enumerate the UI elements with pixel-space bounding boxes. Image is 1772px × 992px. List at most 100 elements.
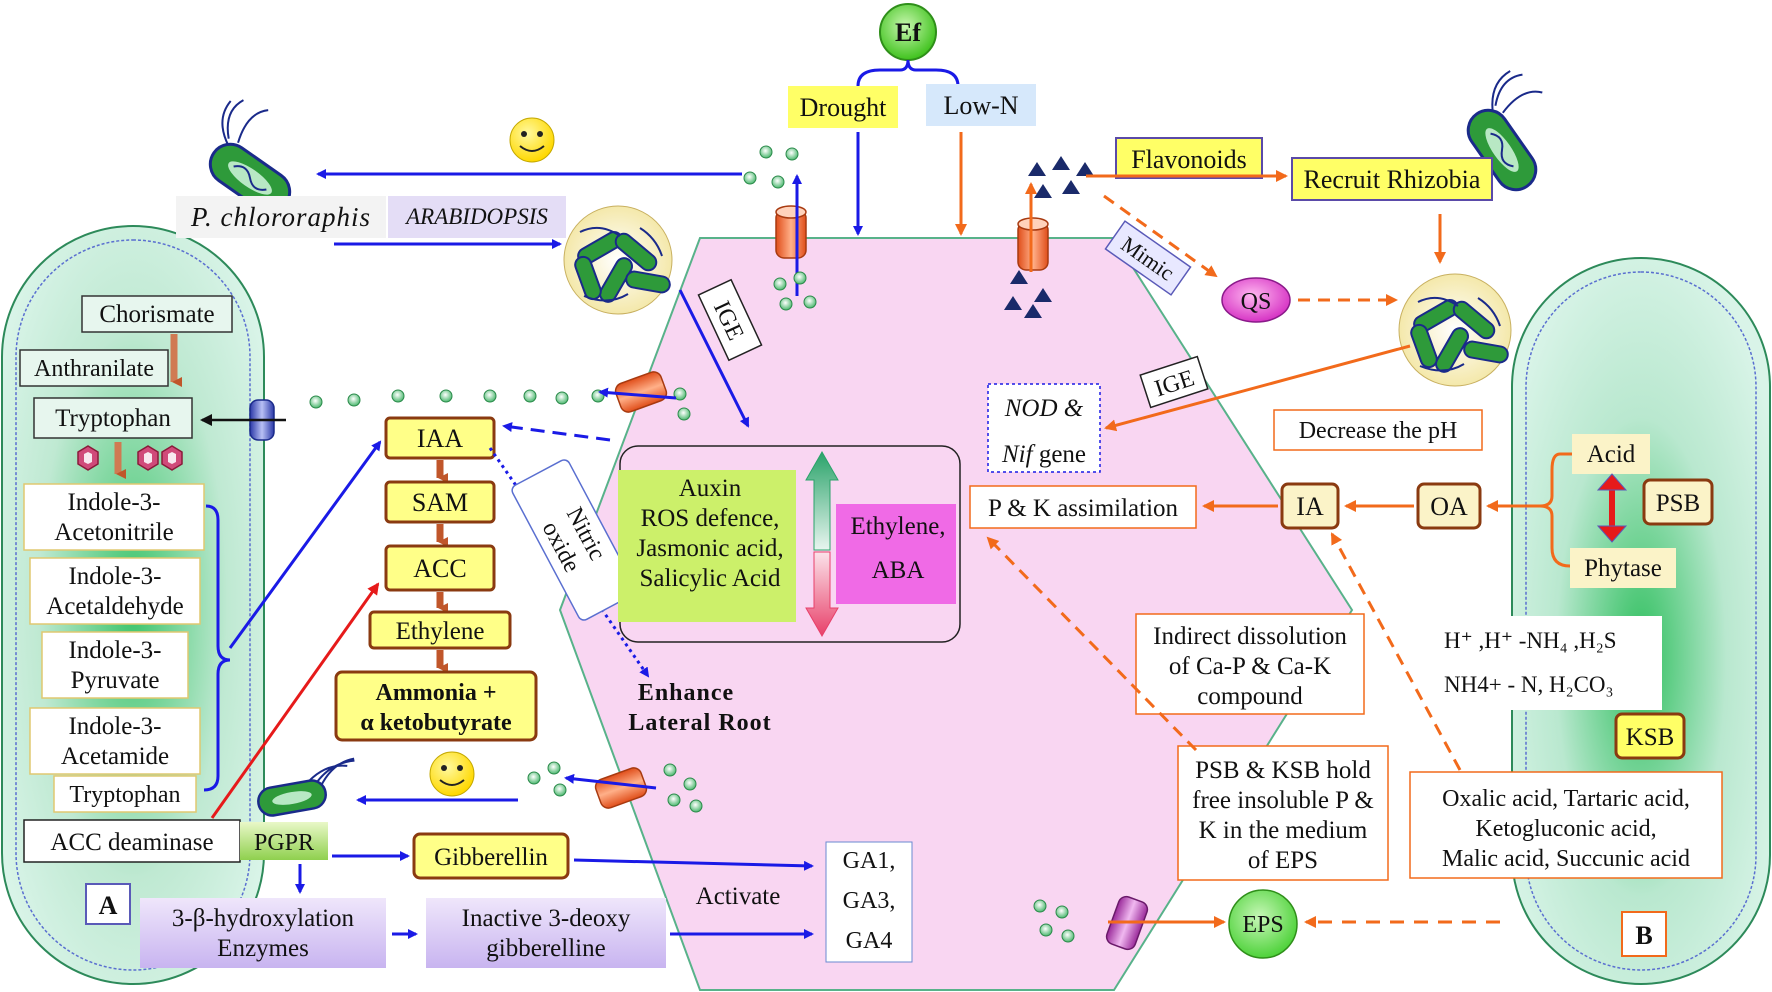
tryptophan-top-label: Tryptophan xyxy=(55,405,171,432)
indole4-line2: Acetamide xyxy=(61,743,169,770)
acid-box xyxy=(1572,434,1650,474)
inactive-box xyxy=(426,898,666,968)
enhance-line1: Enhance xyxy=(638,680,734,706)
auxin-line4: Salicylic Acid xyxy=(640,565,781,592)
acid-label: Acid xyxy=(1587,441,1636,468)
chorismate-box xyxy=(81,295,233,333)
cell-b-inner xyxy=(1525,271,1757,971)
ga-box xyxy=(825,841,913,963)
drought-label: Drought xyxy=(800,93,887,122)
acc-deaminase-label: ACC deaminase xyxy=(50,829,213,856)
pgpr-label: PGPR xyxy=(254,830,314,856)
smiley-bottom-icon xyxy=(429,751,475,797)
root-to-iaa-channel-arrow xyxy=(598,387,677,400)
acc-deaminase-to-acc-arrow xyxy=(210,582,380,819)
psb-label: PSB xyxy=(1656,490,1700,517)
colony-left-icon xyxy=(563,205,673,315)
decrease-ph-label: Decrease the pH xyxy=(1299,418,1458,444)
pk-assimilation-label: P & K assimilation xyxy=(988,495,1179,522)
indole4-line1: Indole-3- xyxy=(68,713,161,740)
flavonoids-label: Flavonoids xyxy=(1131,145,1247,174)
qs-ellipse xyxy=(1221,277,1291,323)
nod-nif-box xyxy=(987,383,1101,473)
ga-line3: GA4 xyxy=(846,928,893,954)
psb-ksb-line4: of EPS xyxy=(1248,847,1318,874)
ammonia-line1: Ammonia + xyxy=(375,680,496,706)
indirect-dissolution-box xyxy=(1135,613,1365,715)
ethylene-aba-line2: ABA xyxy=(872,557,925,584)
root-to-bottom-channel-arrow xyxy=(564,773,657,790)
activate-label: Activate xyxy=(696,883,781,910)
tryptophan-top-box xyxy=(33,397,193,439)
smiley-top-icon xyxy=(509,117,555,163)
ga-line2: GA3, xyxy=(843,888,896,914)
indole4-box xyxy=(29,707,201,775)
channel-iaa-icon xyxy=(614,371,668,413)
hexagon-icons xyxy=(77,445,183,471)
channel-top-right-icon xyxy=(1017,217,1049,271)
iaa-label: IAA xyxy=(417,424,463,453)
double-arrow-icon xyxy=(1596,473,1628,543)
smiley-top-eye xyxy=(521,131,527,137)
anthranilate-label: Anthranilate xyxy=(34,356,154,382)
ia-box xyxy=(1280,482,1340,530)
indirect-line1: Indirect dissolution xyxy=(1153,623,1347,650)
indole1-box xyxy=(23,483,205,551)
gibberellin-box xyxy=(412,832,570,880)
organic-acids-line1: Oxalic acid, Tartaric acid, xyxy=(1442,786,1690,812)
drought-box xyxy=(788,86,898,128)
decrease-ph-box xyxy=(1273,409,1483,451)
chorismate-label: Chorismate xyxy=(99,301,214,328)
oa-box xyxy=(1416,482,1482,530)
psb-ksb-line1: PSB & KSB hold xyxy=(1195,757,1371,784)
ksb-box xyxy=(1614,712,1686,760)
ige-right-tag: IGE xyxy=(1139,355,1209,409)
label-b-box xyxy=(1621,911,1667,957)
psb-ksb-to-pk-arrow xyxy=(986,536,1198,752)
label-a: A xyxy=(99,891,118,920)
acc-label: ACC xyxy=(413,554,466,583)
acids-to-ia-arrow xyxy=(1330,532,1462,771)
inactive-line2: gibberelline xyxy=(486,935,605,962)
indole3-line2: Pyruvate xyxy=(71,667,160,694)
ethylene-aba-box xyxy=(836,504,956,604)
tryptophan-bottom-box xyxy=(53,775,197,813)
label-a-box xyxy=(85,883,131,925)
organic-acids-line3: Malic acid, Succunic acid xyxy=(1442,846,1690,872)
psb-box xyxy=(1642,478,1714,526)
enhance-line2: Lateral Root xyxy=(628,710,771,736)
ef-brace xyxy=(856,59,960,87)
ige-left-arrow xyxy=(678,289,750,428)
pgpr-box xyxy=(240,822,328,860)
arabidopsis-box xyxy=(388,196,566,238)
up-arrow-icon xyxy=(805,450,839,551)
beads-drought xyxy=(743,145,817,311)
auxin-group-box xyxy=(618,470,796,622)
pk-assimilation-box xyxy=(969,485,1197,529)
ga-line1: GA1, xyxy=(843,848,896,874)
channel-top-left-icon xyxy=(775,205,807,259)
low-n-box xyxy=(926,84,1036,126)
eps-label: EPS xyxy=(1242,912,1283,938)
iaa-box xyxy=(384,416,496,460)
flavonoids-box xyxy=(1115,137,1263,179)
phytase-box xyxy=(1570,548,1676,588)
gibberellin-to-ga-arrow xyxy=(573,858,814,871)
cell-a-inner xyxy=(15,239,251,971)
root-to-iaa-dashed-arrow xyxy=(502,422,611,442)
hydroxylation-line1: 3-β-hydroxylation xyxy=(172,905,355,932)
smiley-bottom-mouth xyxy=(439,779,465,786)
auxin-line2: ROS defence, xyxy=(641,505,780,532)
beads-eps xyxy=(1033,899,1075,943)
ethylene-aba-line1: Ethylene, xyxy=(850,513,945,540)
ethylene-box xyxy=(368,610,512,650)
down-arrow-icon xyxy=(805,551,839,638)
organic-acids-line2: Ketogluconic acid, xyxy=(1475,816,1656,842)
acid-phytase-brace xyxy=(1539,452,1576,568)
acc-deaminase-box xyxy=(23,819,241,863)
tryptophan-bottom-label: Tryptophan xyxy=(69,782,180,808)
indole2-box xyxy=(29,557,201,625)
acc-box xyxy=(384,544,496,592)
